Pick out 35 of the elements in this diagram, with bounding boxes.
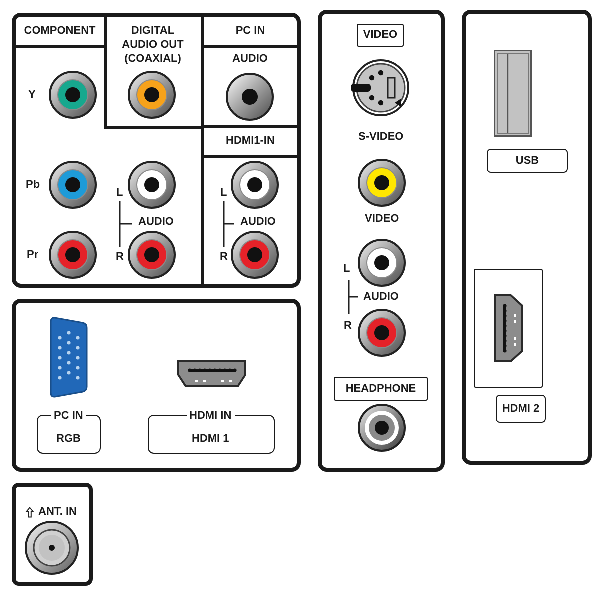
channel-label: Y [28,88,36,102]
channel-label: L [116,186,124,200]
port-label: USB [487,149,568,173]
port-label: RGB [56,432,81,446]
port-label: AUDIO [240,215,276,229]
section-title: AUDIO [232,52,268,66]
port-label: ANT. IN [38,505,77,519]
connector-panel [12,299,301,472]
port-label: AUDIO [138,215,174,229]
port-label: VIDEO [365,212,400,226]
connector-panel [12,483,93,586]
frame-heading: PC IN [51,410,86,422]
port-label: S-VIDEO [358,130,404,144]
channel-label: L [220,186,228,200]
section-header: PC IN [204,17,297,48]
connector-panel [12,13,301,288]
frame-heading: HDMI IN [186,410,235,422]
port-section [104,17,204,129]
channel-label: R [344,319,352,333]
port-label: AUDIO [364,290,399,304]
port-label: HDMI 2 [496,395,546,423]
channel-label: R [116,250,124,264]
connector-panel [462,10,592,465]
section-header: HDMI1-IN [201,128,297,158]
channel-label: Pb [26,178,40,192]
channel-label: L [344,262,350,276]
section-title: DIGITAL AUDIO OUT (COAXIAL) [121,24,185,66]
port-label: HEADPHONE [334,377,428,401]
channel-label: Pr [27,248,39,262]
port-label: VIDEO [357,24,404,47]
port-label: HDMI 1 [192,432,230,446]
section-header: COMPONENT [16,17,104,48]
channel-label: R [220,250,228,264]
port-frame [474,269,543,388]
connector-panel [318,10,445,472]
